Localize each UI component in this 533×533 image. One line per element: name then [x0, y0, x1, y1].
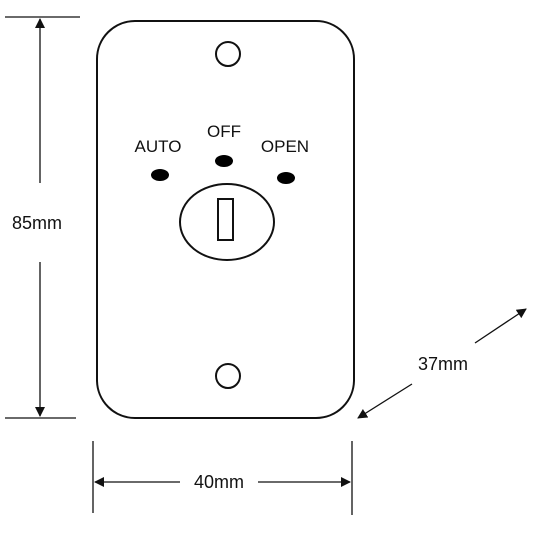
indicator-off	[215, 155, 233, 167]
position-label-auto: AUTO	[135, 137, 182, 156]
position-label-off: OFF	[207, 122, 241, 141]
key-slot	[217, 198, 234, 241]
mounting-hole-bottom	[215, 363, 241, 389]
height-dimension-label: 85mm	[12, 213, 62, 233]
indicator-open	[277, 172, 295, 184]
depth-dimension-label: 37mm	[418, 354, 468, 374]
width-dimension-label: 40mm	[194, 472, 244, 492]
depth-dimension-arrow-lower	[357, 383, 413, 419]
mounting-hole-top	[215, 41, 241, 67]
depth-dimension-arrow-upper	[474, 308, 527, 344]
position-label-open: OPEN	[261, 137, 309, 156]
indicator-auto	[151, 169, 169, 181]
